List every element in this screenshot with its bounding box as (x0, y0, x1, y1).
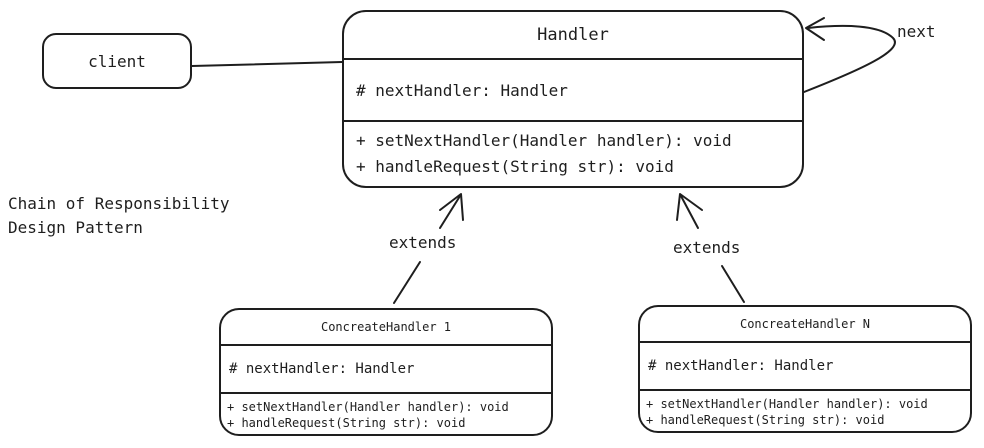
handler-class-name: Handler (537, 25, 609, 45)
concrete-handler-method: + setNextHandler(Handler handler): void (227, 400, 509, 414)
concrete-handler-attribute: # nextHandler: Handler (648, 358, 834, 374)
concrete-handler-method: + handleRequest(String str): void (646, 413, 885, 427)
extends-arrowhead-n (676, 193, 703, 221)
next-arrowhead (805, 17, 825, 41)
extends-arrowhead-1 (439, 193, 464, 221)
concrete-handler-attribute: # nextHandler: Handler (229, 361, 415, 377)
concrete-handler-1-attributes: # nextHandler: Handler (221, 344, 551, 392)
client-label: client (88, 51, 146, 71)
client-box: client (42, 33, 192, 89)
extends-line-n (721, 265, 745, 303)
caption-line: Chain of Responsibility (8, 194, 230, 213)
handler-methods: + setNextHandler(Handler handler): void … (344, 120, 802, 180)
concrete-handler-1-class: ConcreateHandler 1 # nextHandler: Handle… (219, 308, 553, 436)
extends-line-n-upper (680, 195, 699, 229)
handler-attributes: # nextHandler: Handler (344, 58, 802, 120)
extends-line-1 (393, 261, 421, 304)
next-self-association (803, 24, 896, 93)
handler-method: + setNextHandler(Handler handler): void (356, 131, 732, 150)
concrete-handler-method: + setNextHandler(Handler handler): void (646, 397, 928, 411)
extends-label-n: extends (673, 238, 741, 257)
concrete-handler-n-methods: + setNextHandler(Handler handler): void … (640, 389, 970, 428)
handler-class: Handler # nextHandler: Handler + setNext… (342, 10, 804, 188)
next-relation-label: next (897, 22, 936, 41)
concrete-handler-n-attributes: # nextHandler: Handler (640, 341, 970, 389)
concrete-handler-method: + handleRequest(String str): void (227, 416, 466, 430)
concrete-handler-1-name: ConcreateHandler 1 (320, 320, 452, 334)
extends-label-1: extends (389, 233, 457, 252)
extends-line-1-upper (439, 195, 461, 229)
client-handler-association (191, 61, 343, 67)
caption-line: Design Pattern (8, 218, 143, 237)
handler-attribute: # nextHandler: Handler (356, 80, 568, 100)
concrete-handler-n-name: ConcreateHandler N (739, 317, 871, 331)
handler-method: + handleRequest(String str): void (356, 157, 674, 176)
diagram-caption: Chain of Responsibility Design Pattern (8, 192, 230, 240)
concrete-handler-1-methods: + setNextHandler(Handler handler): void … (221, 392, 551, 431)
concrete-handler-n-class: ConcreateHandler N # nextHandler: Handle… (638, 305, 972, 433)
